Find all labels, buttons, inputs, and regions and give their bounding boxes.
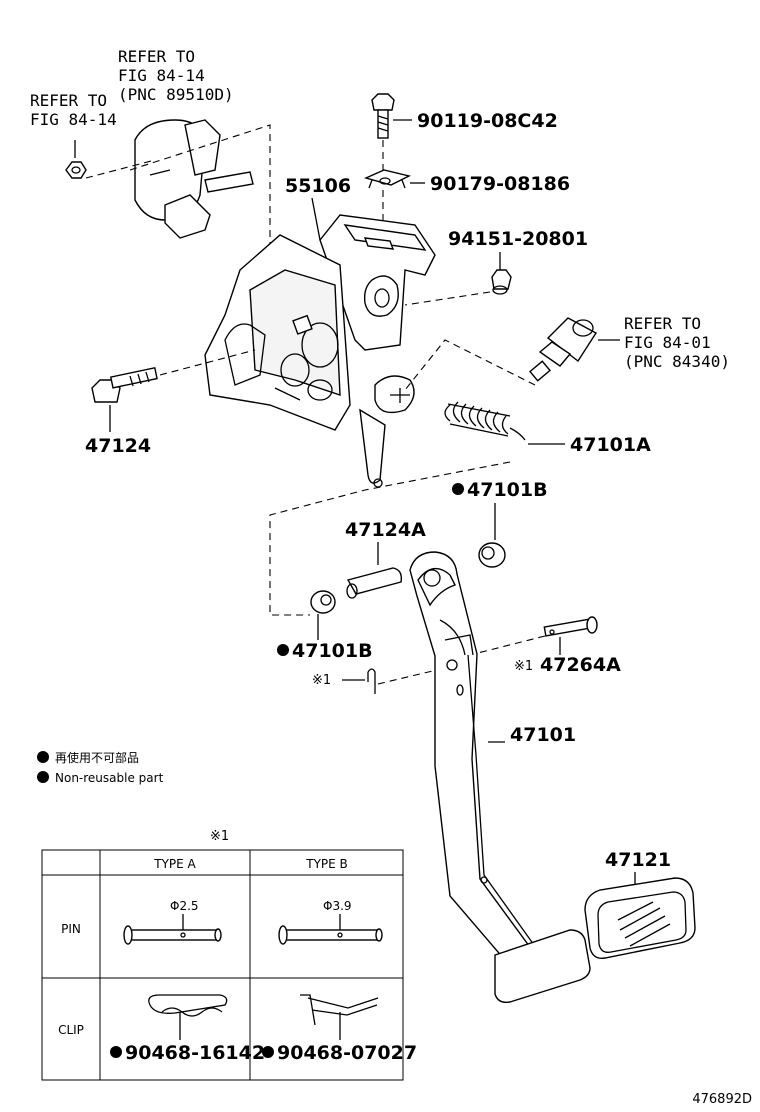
ref-right-line3: (PNC 84340) bbox=[624, 352, 730, 371]
label-pad: 47121 bbox=[605, 849, 671, 871]
table-note: ※1 bbox=[210, 829, 229, 844]
pin-b-diameter: Φ3.9 bbox=[323, 899, 352, 913]
label-bracket: 55106 bbox=[285, 175, 351, 197]
label-bolt-47124: 47124 bbox=[85, 435, 151, 457]
nonreusable-dot-2 bbox=[277, 644, 289, 656]
ref-top-line1: REFER TO bbox=[118, 47, 195, 66]
small-nut-left bbox=[65, 140, 87, 179]
legend: 再使用不可部品 Non-reusable part bbox=[37, 750, 164, 785]
label-bushing-left: 47101B bbox=[292, 640, 373, 662]
leader-switch-bracket bbox=[404, 339, 536, 391]
leader-bracket-pedal bbox=[269, 461, 511, 616]
ref-top-line3: (PNC 89510D) bbox=[118, 85, 234, 104]
stop-lamp-switch bbox=[529, 317, 597, 382]
label-clip-ref: ※1 bbox=[312, 673, 331, 688]
legend-en: Non-reusable part bbox=[55, 771, 164, 785]
flange-nut bbox=[491, 269, 512, 295]
leader-bracket bbox=[311, 197, 321, 241]
bolt-47124 bbox=[91, 366, 158, 403]
leader-bolt-bracket bbox=[159, 349, 256, 376]
stroke-sensor bbox=[134, 119, 254, 239]
legend-dot-en bbox=[37, 771, 49, 783]
label-clip-top: 90179-08186 bbox=[430, 173, 570, 195]
table-row-clip: CLIP bbox=[58, 1023, 84, 1037]
return-spring bbox=[444, 401, 526, 441]
legend-dot-jp bbox=[37, 751, 49, 763]
label-pin-ref: ※1 bbox=[514, 659, 533, 674]
ref-right-line2: FIG 84-01 bbox=[624, 333, 711, 352]
clip-type-b bbox=[300, 994, 379, 1040]
label-bushing-top: 47101B bbox=[467, 479, 548, 501]
clip-hairpin bbox=[367, 668, 376, 694]
pedal-pad bbox=[584, 877, 696, 959]
diagram-id: 476892D bbox=[692, 1092, 752, 1107]
pin-a-diameter: Φ2.5 bbox=[170, 899, 199, 913]
ref-label-left: REFER TO FIG 84-14 bbox=[30, 91, 117, 129]
pin-type-a: Φ2.5 bbox=[123, 899, 222, 945]
ref-left-line2: FIG 84-14 bbox=[30, 110, 117, 129]
table-type-b: TYPE B bbox=[305, 857, 348, 871]
table-row-pin: PIN bbox=[61, 922, 81, 936]
table-type-a: TYPE A bbox=[153, 857, 196, 871]
leader-nut-bracket bbox=[404, 291, 491, 306]
ref-right-line1: REFER TO bbox=[624, 314, 701, 333]
clip-b-dot bbox=[262, 1046, 274, 1058]
label-bolt-top: 90119-08C42 bbox=[417, 110, 558, 132]
bushing-left bbox=[310, 590, 336, 614]
ref-top-line2: FIG 84-14 bbox=[118, 66, 205, 85]
ref-label-top: REFER TO FIG 84-14 (PNC 89510D) bbox=[118, 47, 234, 104]
label-spring: 47101A bbox=[570, 434, 651, 456]
label-nut: 94151-20801 bbox=[448, 228, 588, 250]
clip-top bbox=[363, 169, 412, 189]
ref-label-right: REFER TO FIG 84-01 (PNC 84340) bbox=[624, 314, 730, 371]
pin-type-b: Φ3.9 bbox=[278, 899, 383, 945]
bolt-top bbox=[371, 93, 395, 139]
clip-type-a bbox=[148, 994, 228, 1040]
type-table: ※1 TYPE A TYPE B PIN CLIP Φ2.5 Φ3.9 bbox=[41, 829, 417, 1081]
nonreusable-dot-1 bbox=[452, 483, 464, 495]
pedal-bracket bbox=[204, 214, 436, 488]
bushing-top bbox=[478, 542, 506, 568]
pin-47264a bbox=[543, 616, 598, 637]
label-collar: 47124A bbox=[345, 519, 426, 541]
clip-b-part: 90468-07027 bbox=[277, 1042, 417, 1064]
brake-pedal-arm bbox=[409, 551, 591, 1004]
leader-sensor-bracket bbox=[129, 124, 271, 280]
label-pedal: 47101 bbox=[510, 724, 576, 746]
ref-left-line1: REFER TO bbox=[30, 91, 107, 110]
collar bbox=[346, 567, 403, 599]
label-pin: 47264A bbox=[540, 654, 621, 676]
clip-a-dot bbox=[110, 1046, 122, 1058]
legend-jp: 再使用不可部品 bbox=[55, 750, 139, 765]
clip-a-part: 90468-16142 bbox=[125, 1042, 265, 1064]
leader-pin-pedal bbox=[469, 635, 546, 656]
